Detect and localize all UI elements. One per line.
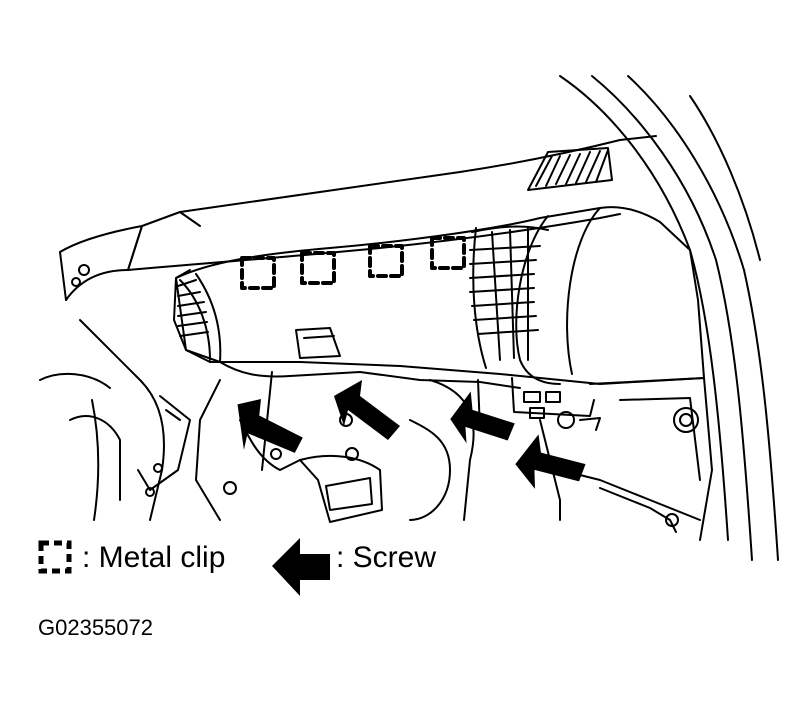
metal-clip-icon xyxy=(38,540,72,574)
glove-box-body xyxy=(173,206,705,385)
screw-arrow-1 xyxy=(237,399,303,453)
lower-framework xyxy=(39,264,713,541)
screw-label: : Screw xyxy=(336,541,437,574)
screw-arrow-3 xyxy=(450,391,515,444)
metal-clips xyxy=(240,236,466,290)
metal-clip-label: : Metal clip xyxy=(82,541,226,574)
dash-air-vent xyxy=(527,147,613,191)
screw-arrow-icon xyxy=(272,538,330,596)
screw-arrows xyxy=(237,380,586,489)
screw-arrow-2 xyxy=(334,380,400,440)
figure-code: G02355072 xyxy=(38,615,153,640)
legend: : Metal clip : Screw xyxy=(38,536,558,596)
screw-arrow-4 xyxy=(515,434,586,489)
